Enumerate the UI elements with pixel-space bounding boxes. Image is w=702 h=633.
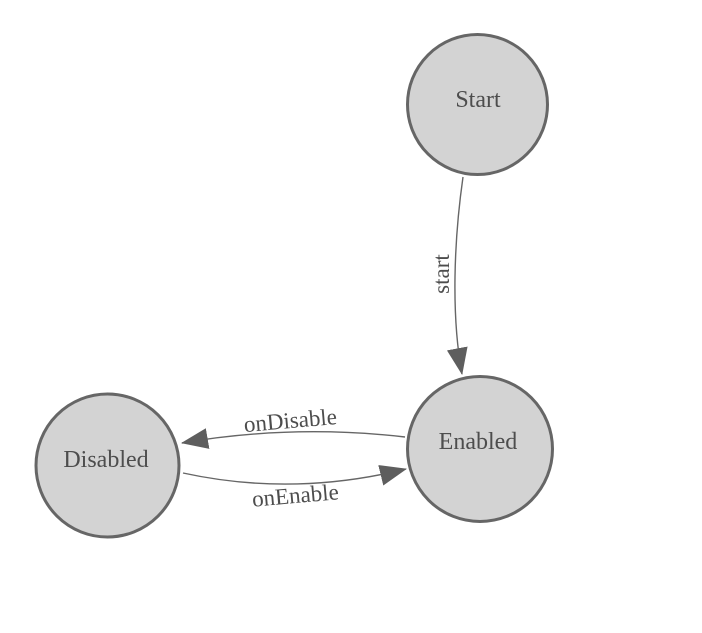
- transition-path-ondisable[interactable]: [181, 428, 406, 449]
- state-label-disabled: Disabled: [63, 447, 148, 473]
- transition-enabled-to-disabled[interactable]: onDisable: [181, 404, 406, 449]
- state-circle-start[interactable]: [406, 33, 549, 176]
- state-node-start[interactable]: Start: [406, 33, 549, 176]
- transition-path-onenable[interactable]: [182, 465, 407, 486]
- state-circle-disabled[interactable]: [34, 392, 181, 539]
- state-label-enabled: Enabled: [439, 429, 518, 455]
- state-node-enabled[interactable]: Enabled: [406, 375, 554, 523]
- transition-label-start: start: [429, 254, 454, 294]
- state-label-start: Start: [455, 87, 501, 113]
- state-circle-enabled[interactable]: [406, 375, 554, 523]
- transition-start-to-enabled[interactable]: start: [429, 176, 468, 375]
- state-node-disabled[interactable]: Disabled: [34, 392, 181, 539]
- transition-path-start[interactable]: [446, 176, 468, 375]
- transition-disabled-to-enabled[interactable]: onEnable: [182, 465, 407, 512]
